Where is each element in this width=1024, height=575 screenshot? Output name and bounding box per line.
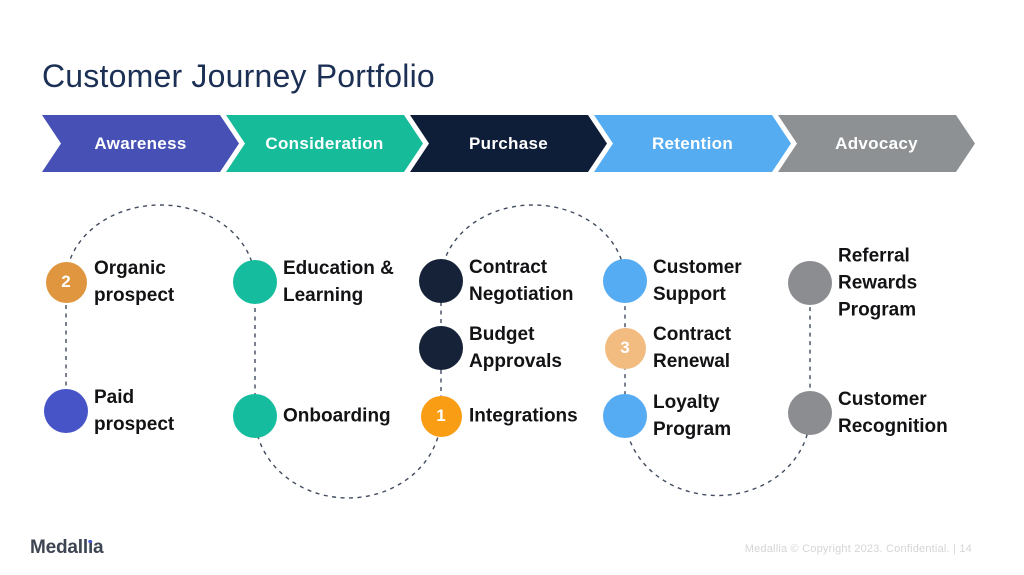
node-label-line: Customer: [653, 257, 742, 278]
node-label-line: Recognition: [838, 416, 948, 437]
dot-number-badge: 2: [61, 272, 71, 291]
node-label-line: Customer: [838, 389, 927, 410]
node-label-line: Organic: [94, 258, 166, 279]
node-label-paid-prospect: Paid prospect: [94, 384, 174, 438]
node-label-organic-prospect: Organic prospect: [94, 255, 174, 309]
node-label-line: Onboarding: [283, 405, 391, 427]
node-label-line: prospect: [94, 285, 175, 306]
node-label-line: Education &: [283, 258, 394, 279]
node-label-line: Referral: [838, 245, 910, 267]
node-label-line: Renewal: [653, 351, 731, 372]
stage-label: Retention: [651, 133, 734, 153]
dot-referral-rewards-program: [788, 261, 832, 305]
journey-stages: Awareness Consideration Purchase Retention A…: [42, 115, 975, 172]
logo-dotless-i: ı: [87, 537, 94, 558]
dot-education-and-learning: [233, 260, 277, 304]
logo-i-dot: [88, 539, 93, 543]
node-label-integrations: Integrations: [469, 403, 578, 430]
node-label-line: Negotiation: [469, 284, 574, 305]
node-label-line: Loyalty: [653, 392, 720, 413]
dot-contract-renewal: 3: [604, 327, 646, 369]
stage-label: Purchase: [469, 133, 548, 153]
footer-note: Medallia © Copyright 2023. Confidential.…: [744, 543, 972, 555]
node-label-onboarding: Onboarding: [283, 403, 391, 430]
dot-loyalty-program: [603, 394, 647, 438]
stage-advocacy: Advocacy: [778, 115, 975, 172]
dot-organic-prospect: 2: [45, 261, 87, 303]
node-label-line: Contract: [653, 324, 732, 345]
logo-text-post: a: [93, 537, 104, 558]
stage-awareness: Awareness: [42, 115, 239, 172]
stage-label: Advocacy: [835, 133, 918, 153]
dashed-serpentine-path: [65, 204, 811, 499]
node-label-line: Support: [653, 284, 726, 305]
stage-purchase: Purchase: [410, 115, 607, 172]
dot-paid-prospect: [44, 389, 88, 433]
dot-onboarding: [233, 394, 277, 438]
node-label-line: Integrations: [469, 405, 578, 427]
node-label-line: Learning: [283, 285, 364, 306]
dot-contract-negotiation: [419, 259, 463, 303]
stage-consideration: Consideration: [226, 115, 423, 172]
node-label-line: prospect: [94, 414, 175, 435]
dot-customer-support: [603, 259, 647, 303]
stage-label: Awareness: [94, 133, 187, 153]
dot-customer-recognition: [788, 391, 832, 435]
node-label-education-and-learning: Education & Learning: [283, 255, 394, 309]
stage-retention: Retention: [594, 115, 791, 172]
stage-label: Consideration: [265, 133, 384, 153]
logo-letter-i: ı: [88, 537, 93, 559]
node-label-line: Program: [838, 299, 917, 321]
dot-number-badge: 3: [620, 338, 630, 357]
node-label-line: Contract: [469, 257, 548, 278]
page-title: Customer Journey Portfolio: [42, 58, 435, 94]
dot-budget-approvals: [419, 326, 463, 370]
node-label-line: Rewards: [838, 272, 918, 294]
node-label-line: Program: [653, 419, 732, 440]
logo-text-pre: Medall: [30, 537, 88, 558]
node-label-line: Budget: [469, 324, 535, 345]
dot-integrations: 1: [420, 395, 462, 437]
dot-number-badge: 1: [436, 406, 446, 425]
node-label-line: Approvals: [469, 351, 562, 372]
node-label-line: Paid: [94, 387, 135, 408]
